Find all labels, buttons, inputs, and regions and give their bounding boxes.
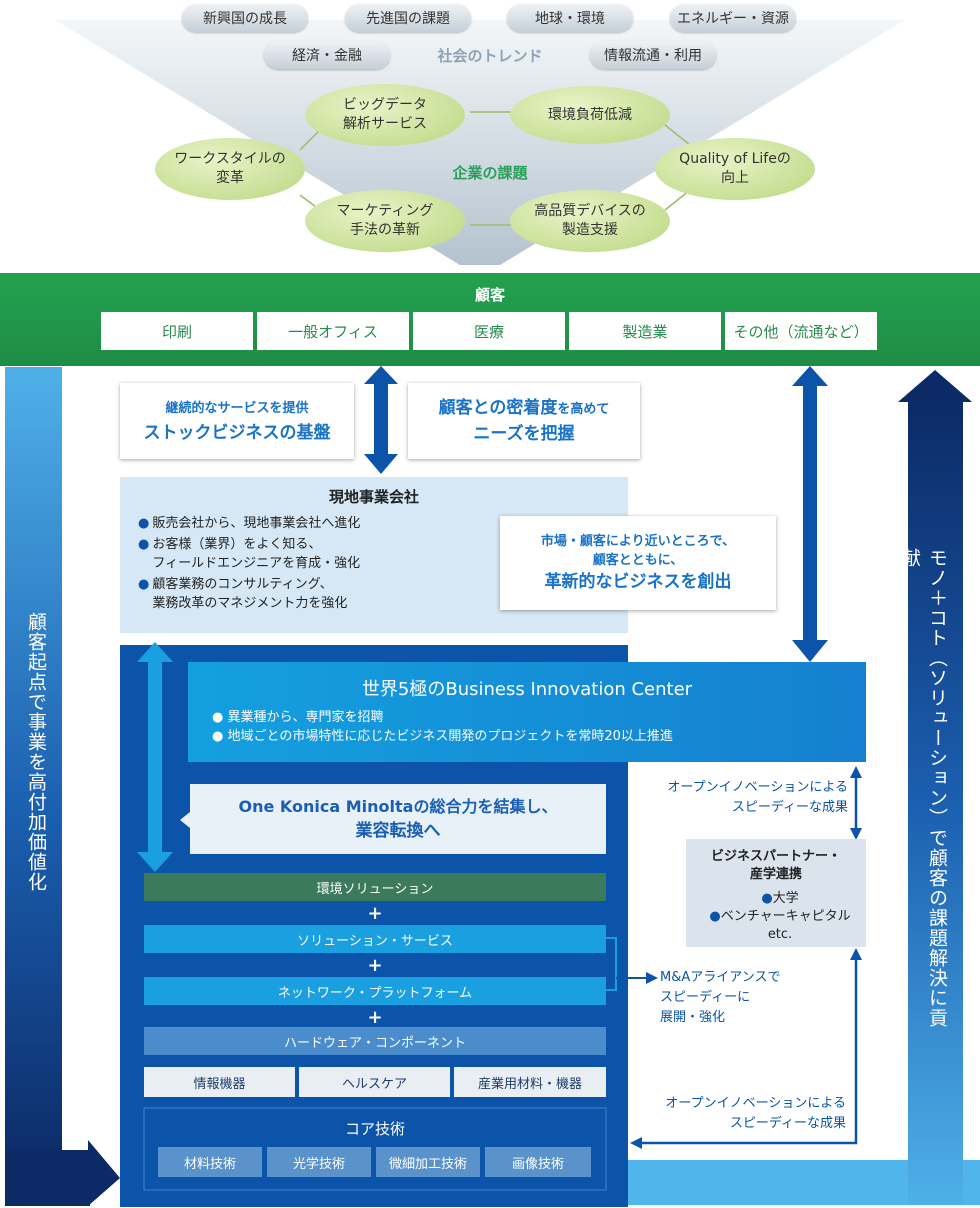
stock-business-callout: 継続的なサービスを提供 ストックビジネスの基盤 [120, 383, 354, 459]
ma-alliance-label: M&Aアライアンスで スピーディーに 展開・強化 [660, 970, 781, 1025]
market-text-c: 革新的なビジネスを創出 [544, 572, 732, 592]
core-tech-item: 画像技術 [485, 1147, 591, 1177]
market-text-b: 顧客とともに、 [592, 553, 684, 568]
issue-ellipse: ビッグデータ 解析サービス [305, 84, 465, 146]
customers-title: 顧客 [474, 285, 505, 304]
issue-ellipse: ワークスタイルの 変革 [155, 138, 305, 200]
needs-text-c: ニーズを把握 [473, 424, 575, 444]
core-tech-item: 微細加工技術 [376, 1147, 480, 1177]
issue-ellipse: 環境負荷低減 [510, 86, 670, 144]
customer-segment: 製造業 [569, 312, 721, 350]
solution-service-bar: ソリューション・サービス [144, 925, 606, 953]
one-konica-text-b: 業容転換へ [355, 821, 441, 841]
partner-item: ●大学 [761, 891, 799, 906]
core-tech-item: 光学技術 [267, 1147, 371, 1177]
bic-box [188, 662, 866, 762]
plus-sign: + [367, 954, 383, 976]
needs-text-a: 顧客との密着度 [438, 398, 558, 418]
trend-pill: 経済・金融 [264, 41, 390, 69]
issues-title: 企業の課題 [452, 163, 528, 182]
local-company-title: 現地事業会社 [328, 487, 419, 506]
open-innovation-label: オープンイノベーションによる スピーディーな成果 [665, 1096, 846, 1131]
customer-segment: 印刷 [101, 312, 253, 350]
bullet-item: ●顧客業務のコンサルティング、 業務改革のマネジメント力を強化 [138, 577, 348, 611]
bic-bullets: ● 異業種から、専門家を招聘 ● 地域ごとの市場特性に応じたビジネス開発のプロジ… [212, 708, 852, 746]
core-tech-title: コア技術 [344, 1119, 405, 1138]
product-segment: 産業用材料・機器 [454, 1067, 606, 1097]
local-company-bullets: ●販売会社から、現地事業会社へ進化 ●お客様（業界）をよく知る、 フィールドエン… [138, 514, 488, 613]
one-konica-callout: One Konica Minoltaの総合力を結集し、 業容転換へ [190, 784, 606, 854]
funnel-shape [55, 20, 905, 265]
trends-title: 社会のトレンド [437, 46, 543, 65]
trend-pill: 情報流通・利用 [590, 41, 716, 69]
bic-title: 世界5極のBusiness Innovation Center [361, 679, 693, 700]
partner-title: ビジネスパートナー・ 産学連携 [710, 849, 841, 882]
customer-segment: 医療 [413, 312, 565, 350]
env-solution-bar: 環境ソリューション [144, 873, 606, 901]
customer-segment: 一般オフィス [257, 312, 409, 350]
partner-list: ●大学 ●ベンチャーキャピタル etc. [700, 890, 860, 944]
needs-callout: 顧客との密着度を高めて ニーズを把握 [408, 383, 640, 459]
customer-segment: その他（流通など） [725, 312, 877, 350]
product-segment: ヘルスケア [299, 1067, 450, 1097]
partner-box [686, 839, 866, 947]
open-innovation-label: オープンイノベーションによる スピーディーな成果 [667, 780, 848, 815]
product-segment: 情報機器 [144, 1067, 295, 1097]
plus-sign: + [367, 1006, 383, 1028]
network-platform-bar: ネットワーク・プラットフォーム [144, 977, 606, 1005]
partner-etc: etc. [767, 927, 793, 942]
left-vertical-label: 顧客起点で事業を高付加価値化 [25, 612, 47, 892]
stock-large-text: ストックビジネスの基盤 [143, 423, 331, 443]
issue-ellipse: 高品質デバイスの 製造支援 [510, 190, 670, 252]
hardware-component-bar: ハードウェア・コンポーネント [144, 1027, 606, 1055]
issue-ellipse: マーケティング 手法の革新 [305, 190, 465, 252]
trend-pill: 先進国の課題 [345, 4, 471, 32]
needs-text-b: を高めて [557, 402, 610, 417]
partner-item: ●ベンチャーキャピタル [709, 909, 851, 924]
one-konica-text-a: One Konica Minoltaの総合力を結集し、 [238, 797, 558, 816]
stock-small-text: 継続的なサービスを提供 [165, 401, 309, 416]
bullet-item: ● 地域ごとの市場特性に応じたビジネス開発のプロジェクトを常時20以上推進 [212, 729, 673, 744]
bullet-item: ●販売会社から、現地事業会社へ進化 [138, 516, 361, 531]
trend-pill: 新興国の成長 [182, 4, 308, 32]
market-callout: 市場・顧客により近いところで、 顧客とともに、 革新的なビジネスを創出 [500, 516, 776, 610]
issue-ellipse: Quality of Lifeの 向上 [655, 138, 815, 200]
trend-pill: エネルギー・資源 [670, 4, 796, 32]
market-text-a: 市場・顧客により近いところで、 [540, 534, 736, 549]
plus-sign: + [367, 902, 383, 924]
core-tech-item: 材料技術 [158, 1147, 262, 1177]
bullet-item: ●お客様（業界）をよく知る、 フィールドエンジニアを育成・強化 [138, 537, 361, 571]
right-vertical-label: モノ＋コト（ソリューション）で顧客の課題解決に貢献 [899, 548, 948, 1028]
trend-pill: 地球・環境 [507, 4, 633, 32]
bullet-item: ● 異業種から、専門家を招聘 [212, 710, 384, 725]
